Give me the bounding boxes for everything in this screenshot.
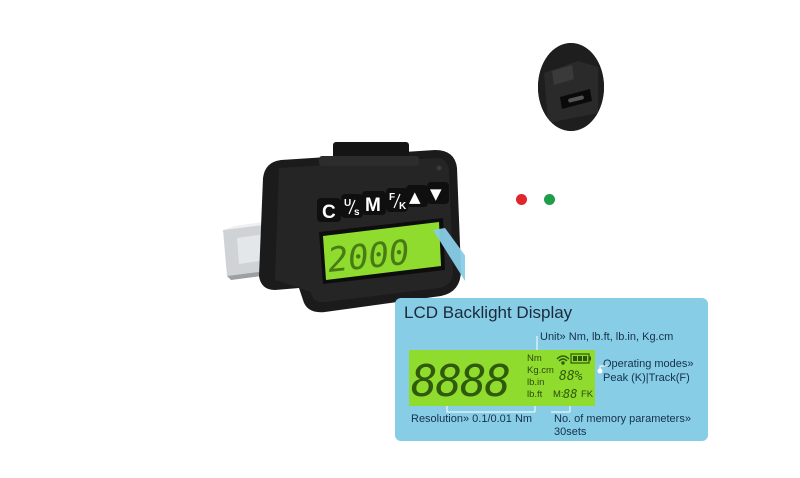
button-row: C U s M F K ▲ ▼ [317, 182, 449, 223]
resolution-value: 0.1/0.01 Nm [472, 413, 533, 425]
lcd-memory-prefix: M: [553, 389, 564, 400]
resolution-annotation: Resolution» 0.1/0.01 Nm [411, 413, 532, 425]
memory-annotation-value: 30sets [554, 426, 587, 438]
callout-title: LCD Backlight Display [404, 303, 573, 322]
mode-button-bottom: K [399, 201, 407, 212]
torque-adapter-device: C U s M F K ▲ ▼ 2000 [223, 142, 465, 313]
mode-button-top: F [389, 192, 395, 203]
lcd-memory-digits: 88 [563, 387, 577, 401]
wifi-icon [556, 355, 570, 365]
clear-button-label: C [322, 202, 336, 223]
unit-button-top: U [344, 198, 351, 209]
unit-button-bottom: s [354, 207, 360, 218]
up-arrow-icon: ▲ [409, 188, 421, 206]
resolution-label: Resolution» [411, 413, 473, 425]
green-indicator-dot [544, 194, 555, 205]
memory-button-label: M [365, 195, 381, 216]
clear-button[interactable] [317, 198, 341, 222]
memory-annotation-label: No. of memory parameters» [554, 413, 691, 425]
down-arrow-icon: ▼ [430, 185, 442, 203]
lcd-mode-indicator: FK [581, 389, 594, 400]
lcd-unit-lbft: lb.ft [527, 389, 543, 400]
device-lcd: 2000 [319, 218, 445, 284]
down-button[interactable] [427, 182, 449, 204]
modes-annotation-label: Operating modes» [603, 358, 694, 370]
usb-port-inset [538, 43, 604, 131]
lcd-diagram: 8888 Nm Kg.cm lb.in lb.ft 88% M: 88 FK [409, 350, 595, 406]
lcd-unit-kgcm: Kg.cm [527, 365, 554, 376]
status-led [436, 165, 442, 171]
battery-icon [570, 353, 591, 364]
up-button[interactable] [406, 185, 428, 207]
device-lcd-reading: 2000 [326, 233, 412, 281]
unit-annotation-label: Unit» [540, 331, 569, 343]
unit-annotation: Unit» Nm, lb.ft, lb.in, Kg.cm [540, 331, 673, 343]
lcd-percent: 88% [559, 369, 583, 384]
memory-button[interactable] [362, 191, 386, 215]
modes-annotation-values: Peak (K)|Track(F) [603, 372, 690, 384]
lcd-unit-lbin: lb.in [527, 377, 544, 388]
unit-annotation-values: Nm, lb.ft, lb.in, Kg.cm [568, 331, 674, 343]
lcd-diagram-digits: 8888 [411, 356, 509, 406]
red-indicator-dot [516, 194, 527, 205]
lcd-unit-nm: Nm [527, 353, 542, 364]
